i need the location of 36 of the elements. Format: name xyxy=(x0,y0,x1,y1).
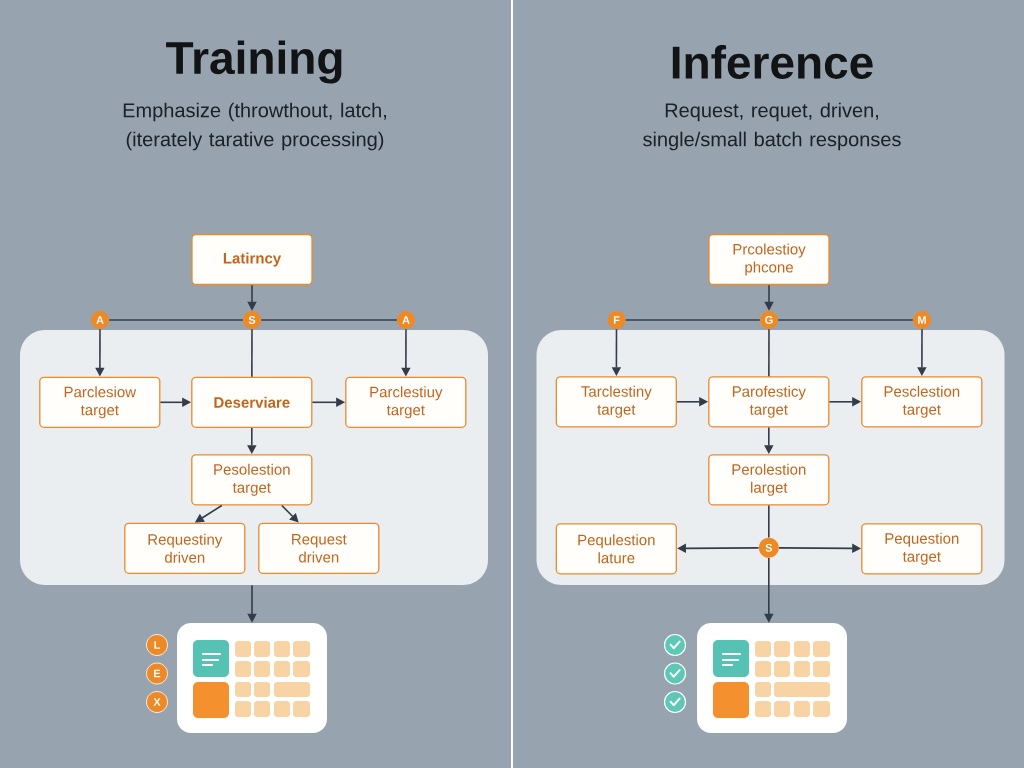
letter-badge: A xyxy=(397,311,415,329)
connector-line xyxy=(777,319,914,321)
subheading: Emphasize (throwthout, latch, (iterately tarative processing) xyxy=(123,102,386,151)
letter-badge: L xyxy=(146,634,168,656)
process-box: Pesolestion target xyxy=(191,454,313,506)
process-box: Parofesticy target xyxy=(708,376,830,428)
process-box: Request driven xyxy=(258,522,380,574)
connector-line xyxy=(251,328,253,378)
process-box: Tarclestiny target xyxy=(555,376,677,428)
process-box: Parclestiuy target xyxy=(345,376,467,428)
letter-badge: S xyxy=(243,311,261,329)
process-box: Parclesiow target xyxy=(39,376,161,428)
letter-badge: E xyxy=(146,662,168,685)
connector-line xyxy=(768,504,770,539)
letter-badge: X xyxy=(146,691,168,713)
connector-line xyxy=(768,328,770,377)
process-box: Requestiny driven xyxy=(124,522,246,574)
process-box: Deserviare xyxy=(191,376,313,428)
connector-line xyxy=(260,319,398,321)
process-box: Prcolestioy phcone xyxy=(708,233,830,286)
letter-badge: G xyxy=(760,311,778,329)
process-box: Pesclestion target xyxy=(861,376,983,428)
process-box: Latirncy xyxy=(191,233,313,286)
letter-badge: F xyxy=(607,311,626,329)
process-box: Pequestion target xyxy=(861,523,983,575)
process-box: Pequlestion lature xyxy=(555,523,677,575)
letter-badge: M xyxy=(913,311,931,329)
connector-line xyxy=(624,319,761,321)
connector-line xyxy=(108,319,244,321)
letter-badge: S xyxy=(758,537,779,558)
subheading: Request, requet, driven, single/small batch responses xyxy=(643,102,901,151)
heading: Inference xyxy=(672,45,873,79)
arrow xyxy=(281,504,299,523)
process-box: Perolestion larget xyxy=(708,454,830,506)
letter-badge: A xyxy=(91,311,109,329)
heading: Training xyxy=(166,40,342,84)
